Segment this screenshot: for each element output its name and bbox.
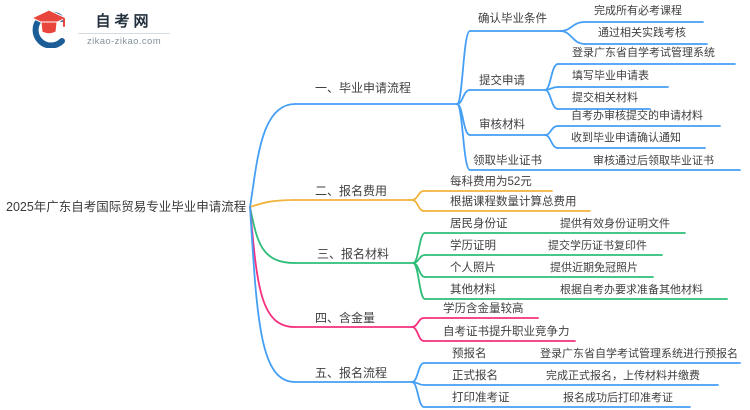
branch-registration-process: 五、报名流程 — [315, 366, 388, 380]
leaf-submit-materials: 提交相关材料 — [572, 92, 638, 104]
branch-1-lines — [294, 21, 741, 171]
branch-5-lines — [294, 362, 741, 408]
branch-gold-content: 四、含金量 — [315, 311, 376, 325]
node-total-fee-by-courses: 根据课程数量计算总费用 — [450, 196, 577, 208]
branch-registration-fee: 二、报名费用 — [315, 184, 388, 198]
node-print-admission-ticket: 打印准考证 — [452, 392, 510, 404]
leaf-complete-required-courses: 完成所有必考课程 — [594, 5, 682, 17]
node-review-materials: 审核材料 — [479, 119, 525, 131]
node-career-competitiveness: 自考证书提升职业竞争力 — [443, 326, 570, 338]
root-links — [249, 103, 296, 383]
site-domain: zikao-zikao.com — [86, 35, 162, 47]
graduation-cap-logo-icon — [30, 9, 68, 48]
leaf-valid-id-proof: 提供有效身份证明文件 — [560, 218, 670, 230]
leaf-office-reviews-application: 自考办审核提交的申请材料 — [571, 110, 703, 122]
site-logo-text: 自考网 zikao-zikao.com — [78, 10, 170, 47]
leaf-per-office-requirements: 根据自考办要求准备其他材料 — [560, 284, 703, 296]
leaf-fill-application-form: 填写毕业申请表 — [572, 70, 649, 82]
leaf-formal-registration-steps: 完成正式报名，上传材料并缴费 — [546, 370, 700, 382]
root-topic: 2025年广东自考国际贸易专业毕业申请流程 — [6, 200, 247, 214]
leaf-receive-confirmation-notice: 收到毕业申请确认通知 — [571, 132, 681, 144]
leaf-pass-practice-assessment: 通过相关实践考核 — [598, 27, 686, 39]
branch-registration-materials: 三、报名材料 — [317, 247, 390, 261]
site-logo: 自考网 zikao-zikao.com — [28, 8, 170, 48]
leaf-login-management-system: 登录广东省自学考试管理系统 — [572, 47, 715, 59]
node-personal-photo: 个人照片 — [450, 262, 496, 274]
leaf-diploma-copy: 提交学历证书复印件 — [548, 240, 647, 252]
branch-3-lines — [294, 232, 728, 300]
leaf-pre-registration-login: 登录广东省自学考试管理系统进行预报名 — [540, 348, 738, 360]
branch-2-lines — [294, 190, 591, 212]
node-confirm-graduation-conditions: 确认毕业条件 — [478, 13, 547, 25]
leaf-receive-after-approval: 审核通过后领取毕业证书 — [593, 155, 714, 167]
node-high-degree-value: 学历含金量较高 — [443, 303, 524, 315]
node-education-certificate: 学历证明 — [450, 240, 496, 252]
node-resident-id-card: 居民身份证 — [450, 218, 508, 230]
branch-4-lines — [294, 317, 576, 342]
node-formal-registration: 正式报名 — [452, 370, 498, 382]
leaf-print-after-success: 报名成功后打印准考证 — [563, 392, 673, 404]
node-receive-diploma: 领取毕业证书 — [473, 155, 542, 167]
logo-divider — [78, 32, 170, 34]
node-fee-per-course: 每科费用为52元 — [450, 176, 532, 188]
site-name: 自考网 — [95, 12, 153, 30]
node-other-materials: 其他材料 — [450, 284, 496, 296]
branch-graduation-process: 一、毕业申请流程 — [315, 81, 412, 95]
node-submit-application: 提交申请 — [479, 75, 525, 87]
node-pre-registration: 预报名 — [452, 348, 487, 360]
leaf-recent-bareheaded-photo: 提供近期免冠照片 — [550, 262, 638, 274]
